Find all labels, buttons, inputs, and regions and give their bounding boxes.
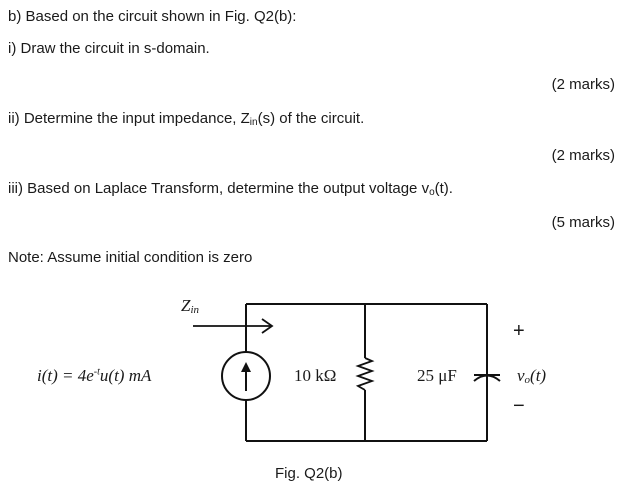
note-text: Note: Assume initial condition is zero <box>8 249 253 266</box>
plus-sign: + <box>513 320 525 342</box>
source-arrowhead-icon <box>241 362 251 372</box>
part-i-marks: (2 marks) <box>551 76 615 93</box>
part-iii-text: iii) Based on Laplace Transform, determi… <box>8 180 453 198</box>
zin-label-sub: in <box>190 304 200 316</box>
zin-label: Zin <box>181 296 199 316</box>
capacitor-label: 25 μF <box>417 366 457 385</box>
source-label: i(t) = 4e-tu(t) mA <box>37 366 151 386</box>
vo-label: vo(t) <box>517 366 546 386</box>
part-iii-marks: (5 marks) <box>551 214 615 231</box>
capacitor-plate-curved <box>473 374 501 382</box>
resistor-icon <box>355 357 375 391</box>
vo-label-sub: o <box>524 374 531 386</box>
current-source-icon <box>221 351 271 401</box>
question-header: b) Based on the circuit shown in Fig. Q2… <box>8 8 297 25</box>
vo-label-main: v <box>517 366 525 385</box>
source-label-main: i(t) = 4e <box>37 366 94 385</box>
zin-label-main: Z <box>181 296 191 315</box>
part-iii-sub: o <box>429 187 435 198</box>
source-label-post: u(t) mA <box>99 366 152 385</box>
minus-sign: − <box>513 395 525 417</box>
part-ii-text-pre: ii) Determine the input impedance, Z <box>8 110 250 127</box>
figure-caption: Fig. Q2(b) <box>275 465 343 482</box>
part-ii-text: ii) Determine the input impedance, Zin(s… <box>8 110 364 128</box>
part-ii-marks: (2 marks) <box>551 147 615 164</box>
source-label-exp: -t <box>93 366 100 378</box>
vo-label-post: (t) <box>530 366 547 385</box>
part-i-text: i) Draw the circuit in s-domain. <box>8 40 210 57</box>
part-iii-text-post: (t). <box>434 180 453 197</box>
zin-arrowhead-icon <box>261 318 274 334</box>
part-ii-sub: in <box>249 117 258 128</box>
part-ii-text-post: (s) of the circuit. <box>257 110 365 127</box>
resistor-label: 10 kΩ <box>294 366 337 385</box>
part-iii-text-pre: iii) Based on Laplace Transform, determi… <box>8 180 430 197</box>
